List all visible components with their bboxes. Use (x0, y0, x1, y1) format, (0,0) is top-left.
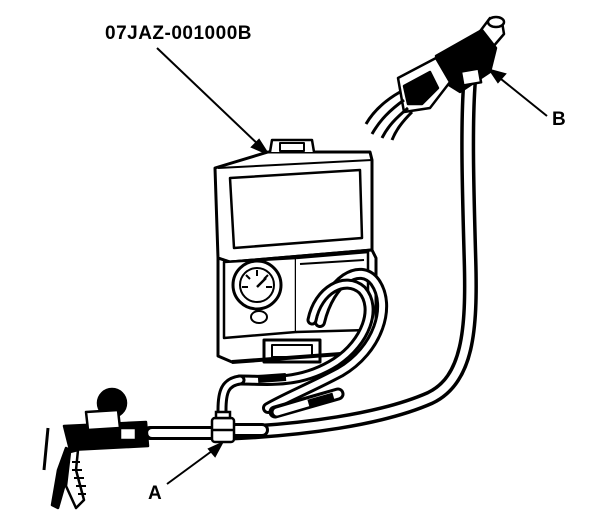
pressure-tester-case-icon (213, 138, 378, 364)
leader-tool-part-number (156, 47, 263, 149)
case-lid-inner (228, 168, 364, 250)
tool-part-number-label: 07JAZ-001000B (105, 23, 252, 44)
vacuum-hand-pump-icon (42, 387, 150, 510)
pump-head (84, 408, 122, 432)
case-lid-edge (217, 159, 373, 169)
arrowhead-tool-part-number (250, 138, 271, 157)
case-compartment-stripe (299, 259, 365, 265)
sensor-connector-icon (364, 15, 506, 141)
callout-b-label: B (552, 109, 566, 130)
tee-clamp (214, 410, 232, 420)
leader-a (166, 447, 217, 485)
gauge-needle (256, 277, 267, 288)
leader-lines (156, 47, 548, 485)
callout-a-label: A (148, 483, 162, 504)
pressure-gauge-icon (231, 259, 283, 324)
hose-bands (257, 373, 335, 408)
tee-fitting-icon (210, 410, 236, 444)
gauge-knob (250, 310, 268, 324)
pump-grip-ridges (72, 461, 86, 495)
arrowhead-b (487, 68, 507, 84)
connector-wires (364, 90, 414, 141)
leader-b (495, 74, 548, 117)
case-latch-top-inner (279, 142, 305, 152)
arrowhead-a (207, 440, 225, 458)
